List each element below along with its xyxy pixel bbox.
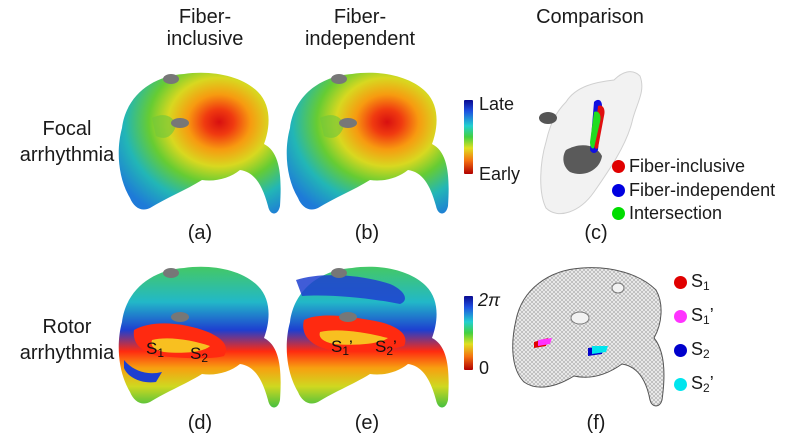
column-header-comparison: Comparison: [520, 6, 660, 28]
rotor-core-label-s2-prime: S2’: [375, 337, 397, 358]
legend-swatch: [674, 275, 687, 289]
rotor-core-label-s2: S2: [190, 344, 209, 365]
panel-label-f: (f): [586, 412, 606, 434]
panel-label-b: (b): [354, 222, 380, 244]
panel-label-e: (e): [354, 412, 380, 434]
colorbar-late-label: Late: [479, 94, 515, 114]
rotor-core-label-s1-prime: S1’: [331, 337, 353, 358]
focal-map-fiber-independent: [286, 72, 449, 214]
column-header-fiber-independent: Fiber- independent: [290, 6, 430, 50]
phase-colorbar: [464, 296, 473, 370]
legend-swatch: [674, 377, 687, 391]
column-header-fiber-inclusive: Fiber- inclusive: [140, 6, 270, 50]
legend-label: Fiber-inclusive: [629, 156, 746, 176]
legend-swatch: [674, 343, 687, 357]
row-label-line: Focal: [42, 118, 92, 140]
panel-label-d: (d): [187, 412, 213, 434]
legend-item-s1-prime: S1’: [674, 305, 714, 327]
focal-map-fiber-inclusive: [118, 72, 281, 214]
legend-swatch: [674, 309, 687, 323]
focal-comparison-model: [539, 71, 643, 215]
header-line: independent: [304, 28, 416, 50]
row-label-rotor: Rotor arrhythmia: [2, 316, 132, 364]
legend-label: S2: [691, 339, 710, 361]
legend-swatch: [612, 184, 625, 197]
legend-label: S2’: [691, 373, 714, 395]
legend-item-intersection: Intersection: [612, 203, 722, 224]
legend-label: Fiber-independent: [629, 180, 776, 200]
colorbar-early-label: Early: [479, 164, 521, 184]
header-line: Fiber-: [333, 6, 387, 28]
row-label-line: arrhythmia: [19, 144, 115, 166]
legend-label: Intersection: [629, 203, 723, 223]
rotor-map-fiber-independent: [286, 266, 449, 408]
legend-swatch: [612, 207, 625, 220]
legend-item-s1: S1: [674, 271, 710, 293]
row-label-focal: Focal arrhythmia: [2, 118, 132, 166]
row-label-line: Rotor: [42, 316, 92, 338]
legend-label: S1’: [691, 305, 714, 327]
row-label-line: arrhythmia: [19, 342, 115, 364]
legend-item-s2-prime: S2’: [674, 373, 714, 395]
legend-swatch: [612, 160, 625, 173]
activation-time-colorbar: [464, 100, 473, 174]
rotor-core-label-s1: S1: [146, 339, 165, 360]
rotor-map-fiber-inclusive: [118, 266, 281, 408]
legend-item-s2: S2: [674, 339, 710, 361]
legend-label: S1: [691, 271, 710, 293]
legend-item-fiber-independent: Fiber-independent: [612, 180, 775, 201]
header-line: Comparison: [536, 6, 644, 28]
legend-item-fiber-inclusive: Fiber-inclusive: [612, 156, 745, 177]
header-line: Fiber-: [178, 6, 232, 28]
colorbar-zero-label: 0: [479, 358, 490, 378]
header-line: inclusive: [166, 28, 244, 50]
colorbar-2pi-label: 2π: [478, 290, 501, 310]
rotor-comparison-model: [512, 267, 665, 407]
panel-label-a: (a): [187, 222, 213, 244]
panel-label-c: (c): [584, 222, 608, 244]
